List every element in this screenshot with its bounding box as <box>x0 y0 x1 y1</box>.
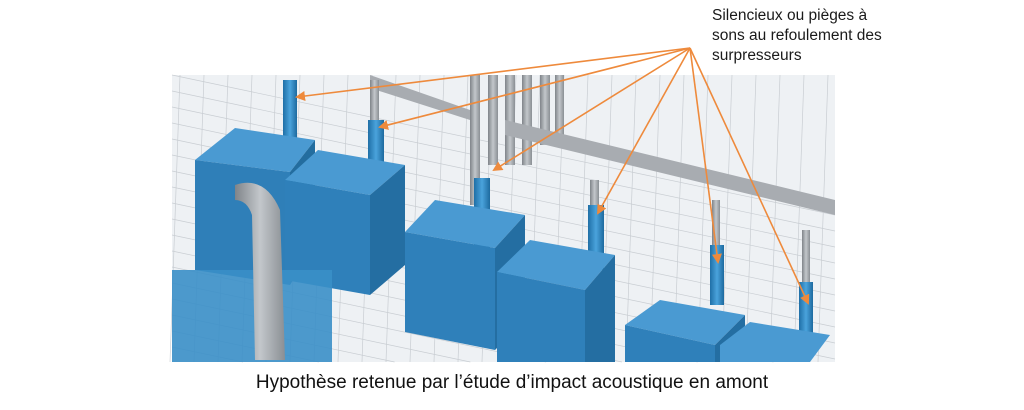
callout-line-1: Silencieux ou pièges à <box>712 7 868 24</box>
grid-line <box>793 74 805 363</box>
grid-line <box>625 74 637 363</box>
callout-arrow-1 <box>295 47 691 101</box>
silencer-callout-label: Silencieux ou pièges à sons au refouleme… <box>712 6 882 66</box>
callout-arrows <box>295 47 810 305</box>
callout-arrow-2 <box>378 47 691 130</box>
grid-line <box>171 74 836 216</box>
callout-arrow-3 <box>492 47 691 172</box>
callout-arrow-4 <box>597 47 691 215</box>
grid-line <box>745 74 757 363</box>
pipes <box>370 75 835 285</box>
figure-caption: Hypothèse retenue par l’étude d’impact a… <box>255 372 769 393</box>
grid-line <box>171 90 836 232</box>
grid-line <box>817 74 829 363</box>
blower-units <box>172 128 830 362</box>
callout-arrow-5 <box>689 47 722 264</box>
callout-arrow-6 <box>689 47 810 305</box>
callout-line-2: sons au refoulement des <box>712 27 882 44</box>
callout-line-3: surpresseurs <box>712 47 802 64</box>
grid-line <box>169 74 181 363</box>
grid-line <box>171 106 836 248</box>
